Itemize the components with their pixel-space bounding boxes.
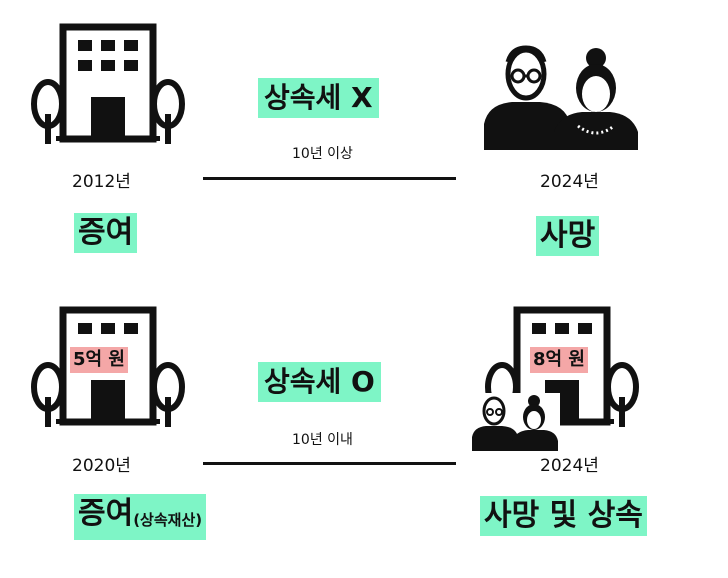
elderly-couple-icon bbox=[484, 45, 638, 150]
right-event-row2: 사망 및 상속 bbox=[480, 496, 647, 536]
tax-label-row2: 상속세 O bbox=[258, 362, 381, 402]
inheritance-amount-badge: 8억 원 bbox=[530, 347, 588, 373]
gift-amount-badge: 5억 원 bbox=[70, 347, 128, 373]
elderly-couple-icon bbox=[470, 393, 560, 451]
left-year-row2: 2020년 bbox=[72, 456, 131, 476]
tax-label-row1: 상속세 X bbox=[258, 78, 379, 118]
building-with-trees-icon bbox=[31, 306, 185, 427]
right-year-row2: 2024년 bbox=[540, 456, 599, 476]
left-year-row1: 2012년 bbox=[72, 172, 131, 192]
timeline-line-row1 bbox=[203, 177, 456, 180]
period-label-row1: 10년 이상 bbox=[292, 146, 353, 162]
left-event-label: 증여 bbox=[78, 496, 134, 531]
period-label-row2: 10년 이내 bbox=[292, 432, 353, 448]
right-event-row1: 사망 bbox=[536, 216, 600, 256]
left-event-note: (상속재산) bbox=[133, 511, 203, 529]
timeline-line-row2 bbox=[203, 462, 456, 465]
left-event-row1: 증여 bbox=[74, 213, 138, 253]
building-with-trees-icon bbox=[31, 23, 185, 144]
left-event-row2: 증여(상속재산) bbox=[74, 494, 207, 540]
right-year-row1: 2024년 bbox=[540, 172, 599, 192]
